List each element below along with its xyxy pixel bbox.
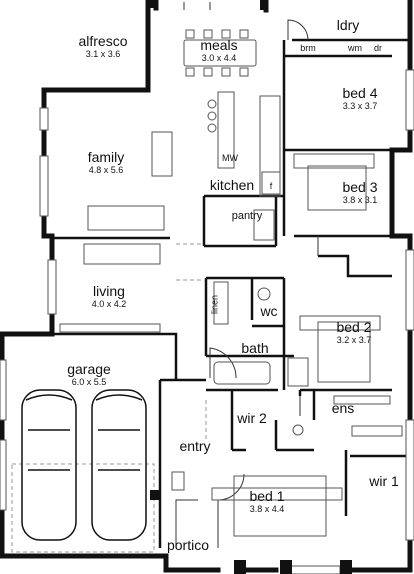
room-entry: entry — [174, 439, 216, 453]
room-name: wir 1 — [369, 473, 399, 489]
room-wm: wm — [348, 43, 362, 53]
room-name: bed 4 — [342, 85, 378, 101]
room-name: wir 2 — [237, 410, 267, 426]
room-name: wc — [260, 303, 278, 319]
room-name: bed 2 — [336, 319, 372, 335]
room-name: bed 3 — [342, 179, 378, 195]
garage-door — [11, 463, 155, 553]
room-pantry: pantry — [231, 210, 263, 222]
room-name: bath — [241, 340, 269, 356]
room-bath: bath — [236, 341, 274, 355]
room-dims: 3.3 x 3.7 — [342, 101, 378, 111]
room-ldry: ldry — [330, 18, 366, 32]
room-dims: 6.0 x 5.5 — [71, 377, 107, 387]
room-name: alfresco — [78, 33, 128, 49]
dashed-openings — [176, 243, 207, 440]
windows — [0, 69, 414, 574]
room-dr: dr — [373, 43, 382, 53]
cars — [21, 389, 147, 541]
room-name: living — [93, 283, 125, 299]
interior-walls — [52, 38, 408, 548]
room-kitchen: kitchen — [205, 178, 259, 192]
room-name: portico — [166, 537, 210, 553]
room-dims: 4.8 x 5.6 — [88, 165, 124, 175]
room-linen: linen — [209, 295, 220, 315]
room-dims: 3.8 x 4.4 — [249, 504, 285, 514]
room-dims: 3.8 x 3.1 — [342, 195, 378, 205]
room-portico: portico — [160, 538, 216, 552]
room-name: meals — [200, 37, 238, 53]
furniture — [59, 29, 403, 537]
doors — [175, 2, 319, 548]
room-dims: 3.2 x 3.7 — [336, 335, 372, 345]
room-dims: 3.1 x 3.6 — [85, 49, 121, 59]
room-wir1: wir 1 — [364, 474, 404, 488]
room-ens: ens — [328, 401, 358, 415]
room-mw: MW — [222, 153, 238, 163]
room-wir2: wir 2 — [234, 411, 270, 425]
room-brm: brm — [300, 43, 316, 53]
room-name: entry — [179, 438, 211, 454]
outdoor-posts — [148, 0, 352, 574]
room-name: ldry — [336, 17, 360, 33]
room-wc: wc — [255, 304, 283, 318]
room-name: garage — [67, 361, 111, 377]
room-dims: 3.0 x 4.4 — [201, 53, 237, 63]
room-name: kitchen — [209, 177, 255, 193]
room-name: ens — [331, 400, 355, 416]
room-name: bed 1 — [249, 488, 285, 504]
room-name: family — [87, 149, 125, 165]
room-fridge: f — [269, 181, 273, 191]
room-dims: 4.0 x 4.2 — [91, 299, 127, 309]
